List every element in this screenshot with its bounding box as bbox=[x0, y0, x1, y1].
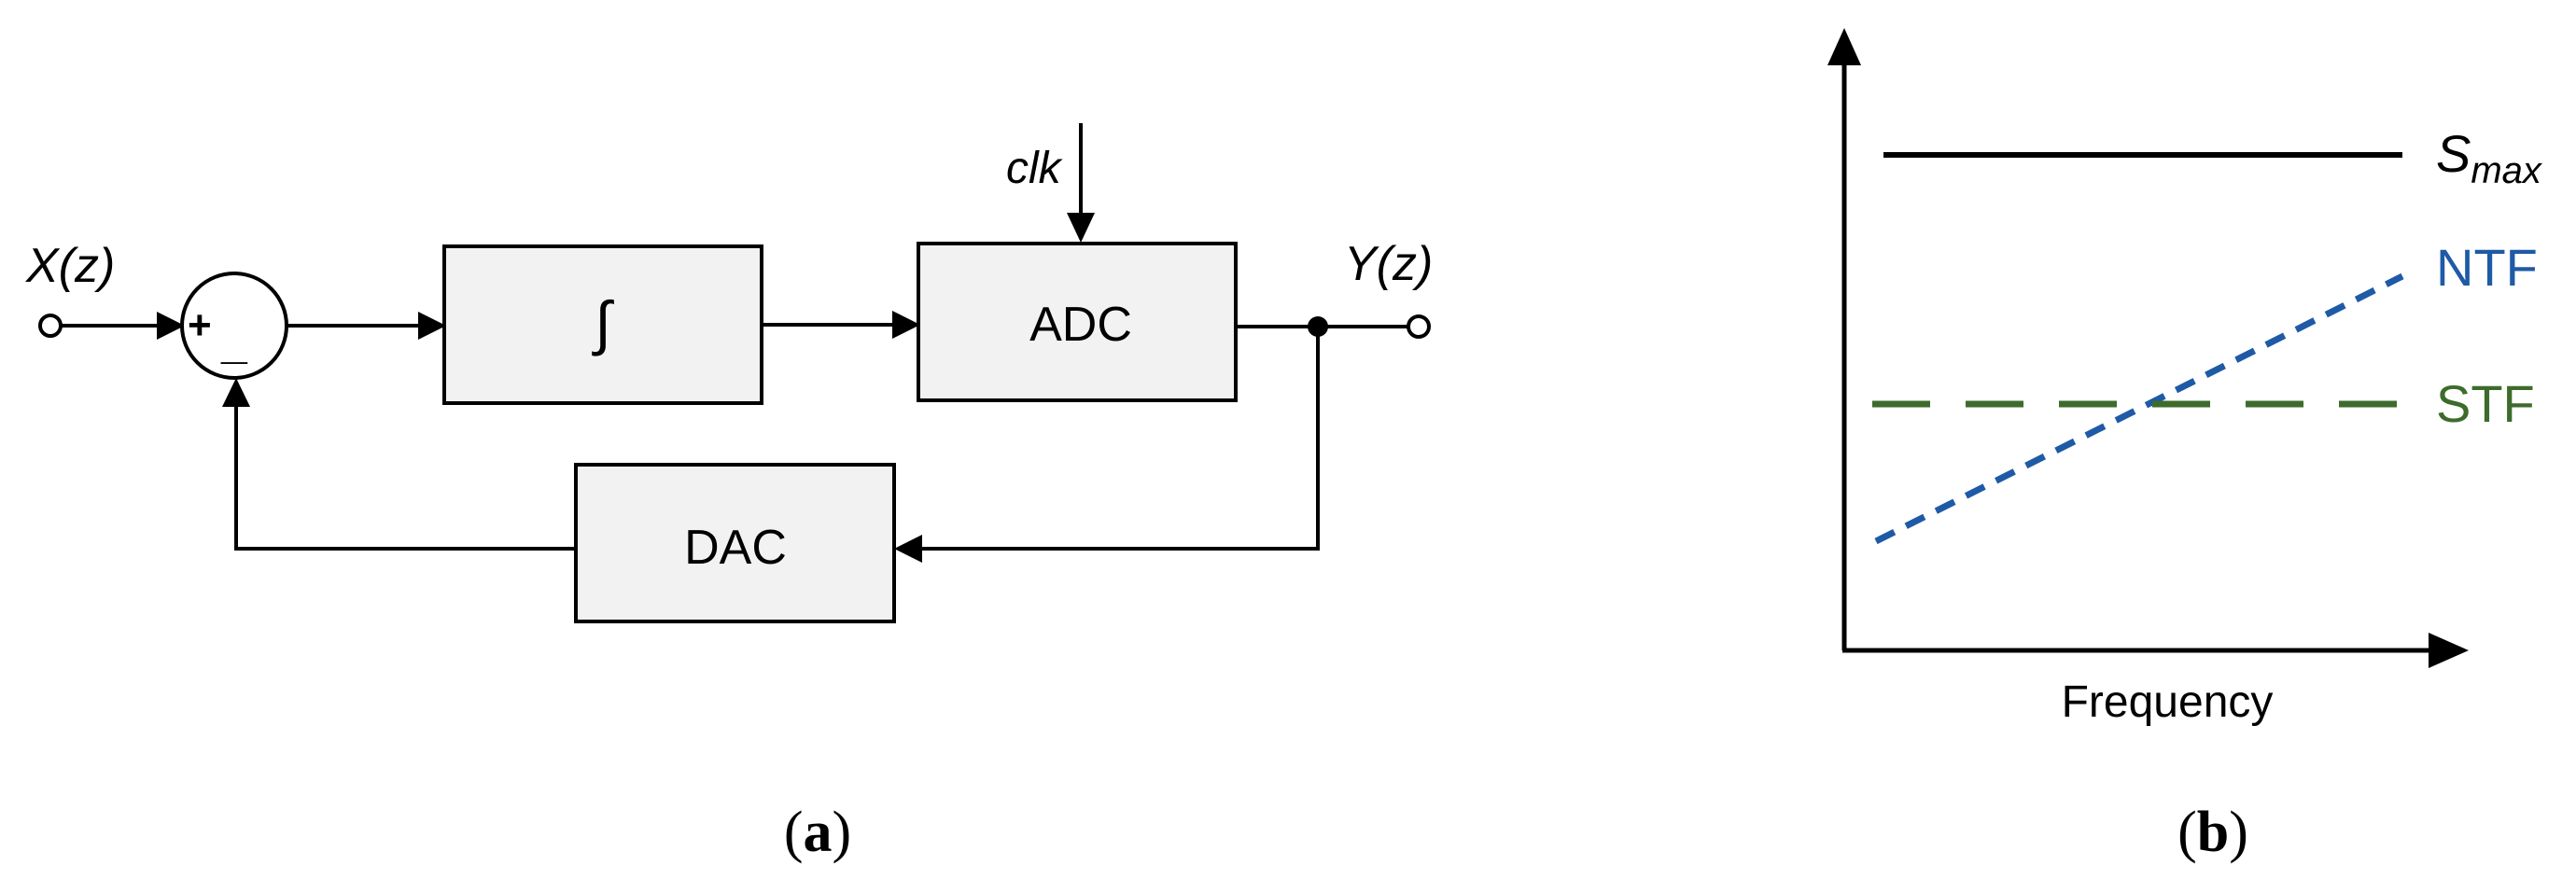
dac-block bbox=[574, 463, 896, 623]
feedback-wire-to-dac bbox=[907, 327, 1320, 551]
integrator-input-arrowhead bbox=[418, 312, 446, 340]
clock-label: clk bbox=[1006, 144, 1064, 193]
y-axis-arrowhead bbox=[1827, 28, 1861, 65]
stf-label: STF bbox=[2436, 374, 2535, 433]
smax-label: Smax bbox=[2436, 124, 2543, 191]
sum-minus-sign: _ bbox=[220, 316, 248, 369]
integrator-block bbox=[442, 244, 763, 405]
summer-feedback-arrowhead bbox=[222, 378, 250, 407]
ntf-line bbox=[1874, 272, 2404, 545]
adc-input-arrowhead bbox=[892, 311, 920, 339]
dac-label: DAC bbox=[684, 521, 787, 575]
panel-a-caption: (a) bbox=[784, 801, 851, 864]
clock-arrowhead bbox=[1067, 213, 1095, 243]
integrator-symbol: ∫ bbox=[591, 289, 614, 356]
ntf-label: NTF bbox=[2436, 238, 2538, 297]
output-label: Y(z) bbox=[1344, 237, 1433, 291]
input-arrowhead bbox=[157, 312, 185, 340]
sum-plus-sign: + bbox=[188, 302, 212, 348]
x-axis-label: Frequency bbox=[2062, 677, 2274, 727]
input-label: X(z) bbox=[25, 239, 115, 293]
feedback-wire-to-summer bbox=[234, 392, 576, 551]
adc-label: ADC bbox=[1029, 298, 1132, 352]
adc-block bbox=[917, 242, 1238, 402]
panel-b-transfer-function-plot: Frequency Smax NTF STF (b) bbox=[1827, 28, 2543, 864]
panel-b-caption: (b) bbox=[2177, 801, 2248, 864]
output-terminal bbox=[1407, 314, 1431, 339]
input-terminal bbox=[38, 314, 63, 338]
x-axis-arrowhead bbox=[2429, 633, 2469, 668]
dac-input-arrowhead bbox=[894, 535, 922, 563]
panel-a-block-diagram: X(z) + _ ∫ clk ADC Y(z) DAC bbox=[25, 123, 1433, 864]
